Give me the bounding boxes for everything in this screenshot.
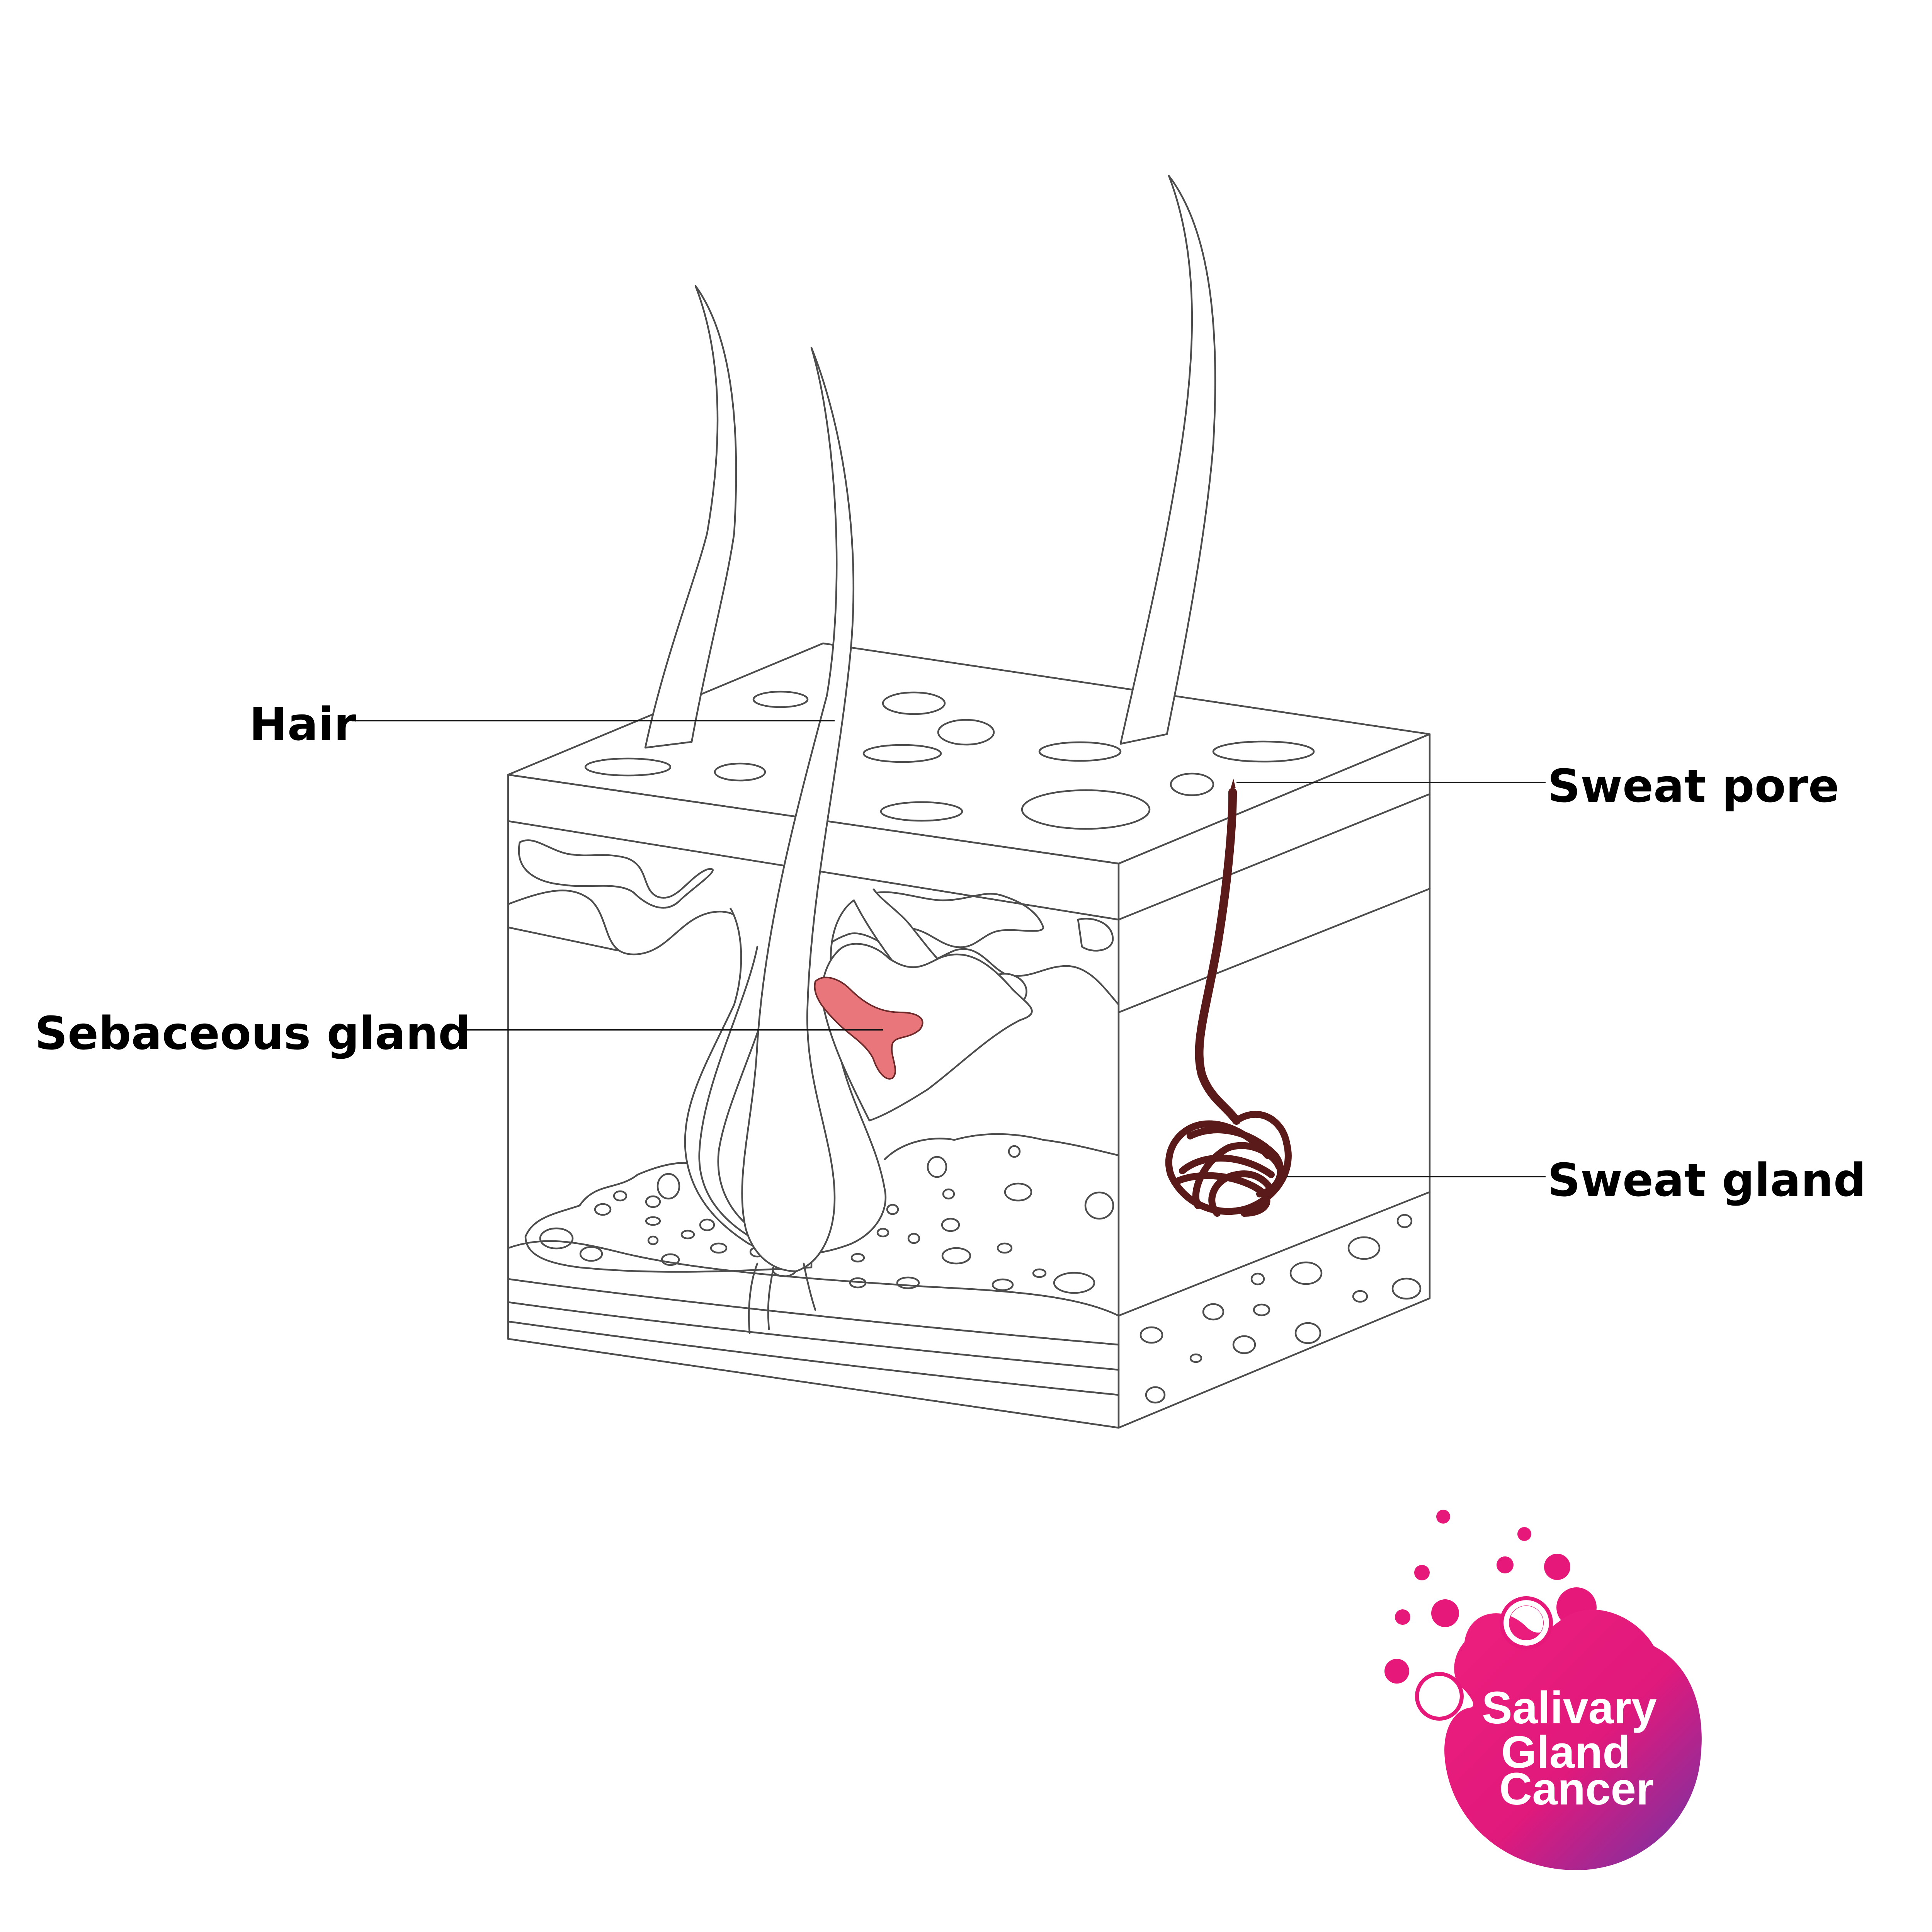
logo-line-2: Gland <box>1501 1727 1630 1778</box>
sebaceous-gland-shape <box>814 976 923 1080</box>
logo-blob <box>1444 1609 1702 1870</box>
papilla-1 <box>518 839 714 909</box>
callout-hair: Hair <box>249 697 835 751</box>
papilla-3 <box>1077 918 1114 952</box>
hair-root-2 <box>803 1262 816 1311</box>
hair-strand-right <box>1119 175 1216 745</box>
sweat-duct <box>1195 788 1241 1125</box>
follicle-inner-1 <box>698 946 759 1238</box>
hairs <box>644 175 1216 749</box>
salivary-gland-cancer-logo: Salivary Gland Cancer <box>1384 1510 1702 1870</box>
side-layer-3 <box>1117 1191 1431 1317</box>
label-hair: Hair <box>249 697 356 751</box>
papillae-lower <box>507 926 619 952</box>
label-sebaceous-gland: Sebaceous gland <box>35 1007 471 1060</box>
sweat-duct-tip <box>1231 779 1236 788</box>
callout-sweat-pore: Sweat pore <box>1236 759 1839 813</box>
fascia-2 <box>507 1301 1120 1371</box>
logo-ring-b-outer <box>1415 1672 1464 1721</box>
logo-ring-b <box>1419 1676 1460 1717</box>
callout-sebaceous: Sebaceous gland <box>35 1007 883 1060</box>
hair-follicle <box>684 347 1033 1334</box>
sebaceous-sac <box>821 943 1033 1122</box>
hair-root-3 <box>767 1270 774 1330</box>
fascia-3 <box>507 1320 1120 1396</box>
side-layer-1 <box>1117 793 1431 921</box>
surface-pores <box>584 690 1315 830</box>
fat-lobule-2 <box>884 1133 1120 1160</box>
callout-sweat-gland: Sweat gland <box>1287 1153 1866 1207</box>
logo-line-1: Salivary <box>1482 1682 1657 1733</box>
label-sweat-gland: Sweat gland <box>1548 1153 1866 1207</box>
sweat-coil <box>1165 1111 1292 1217</box>
logo-ring-a <box>1503 1600 1549 1646</box>
hair-strand-left <box>644 285 737 749</box>
hair-shaft-lower <box>741 347 855 1272</box>
hair-root-1 <box>748 1262 759 1334</box>
logo-line-3: Cancer <box>1499 1764 1654 1815</box>
fascia-1 <box>507 1278 1120 1346</box>
side-layer-2 <box>1117 888 1431 1014</box>
label-sweat-pore: Sweat pore <box>1548 759 1839 813</box>
logo-ring-a-outer <box>1500 1596 1553 1650</box>
sweat-gland <box>1165 779 1292 1217</box>
